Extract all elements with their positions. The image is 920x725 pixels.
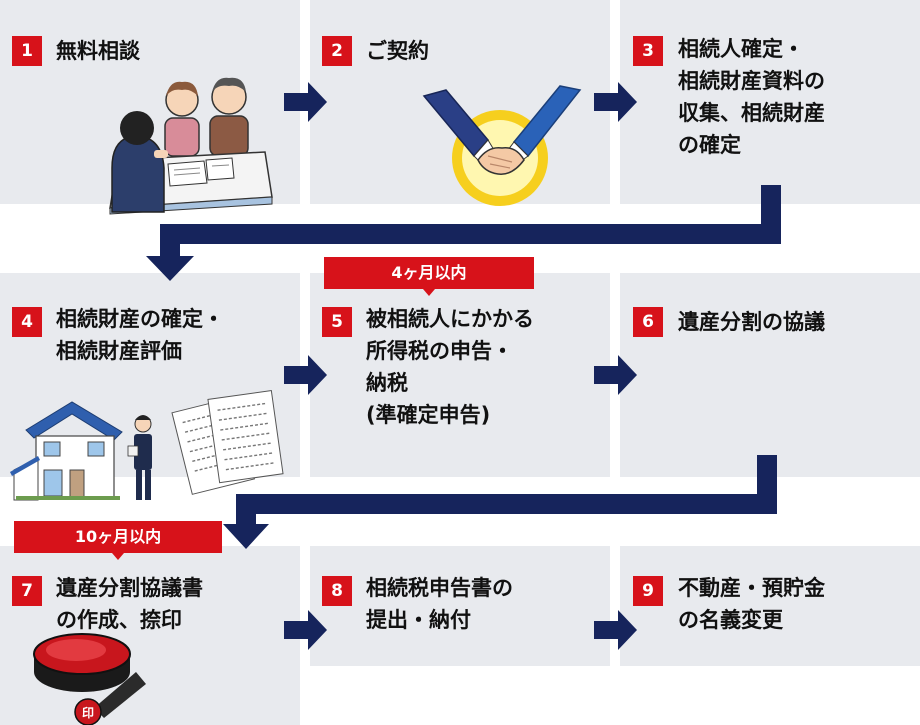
step-6-box <box>620 273 920 477</box>
step-8-number: 8 <box>322 576 352 606</box>
arrow-step8-to-step9 <box>594 610 637 650</box>
step-9-box <box>620 546 920 666</box>
arrow-step4-to-step5 <box>284 355 327 395</box>
step-4-title: 相続財産の確定・ 相続財産評価 <box>56 307 224 363</box>
step-6-title: 遺産分割の協議 <box>678 310 825 334</box>
step-5-box <box>310 273 610 477</box>
handshake-illustration <box>422 85 582 206</box>
step-3-box <box>620 0 920 204</box>
step-7-title: 遺産分割協議書 の作成、捺印 <box>56 576 203 632</box>
step-1-title: 無料相談 <box>56 39 140 63</box>
step-8-box <box>310 546 610 666</box>
seal-stamp-illustration: 印 <box>33 633 146 725</box>
step-3-title: 相続人確定・ 相続財産資料の 収集、相続財産 の確定 <box>678 37 825 157</box>
step-9-title: 不動産・預貯金 の名義変更 <box>678 576 825 632</box>
step-7-number: 7 <box>12 576 42 606</box>
deadline-badge-step-5: 4ヶ月以内 <box>324 257 534 296</box>
arrow-step5-to-step6 <box>594 355 637 395</box>
step-4-number: 4 <box>12 307 42 337</box>
consultation-illustration <box>109 77 273 215</box>
arrow-step3-to-step4 <box>146 185 781 281</box>
step-1-number: 1 <box>12 36 42 66</box>
step-2-title: ご契約 <box>366 39 429 63</box>
deadline-badge-step-7: 10ヶ月以内 <box>14 521 222 560</box>
arrow-step7-to-step8 <box>284 610 327 650</box>
seal-glyph: 印 <box>82 706 94 720</box>
step-2-number: 2 <box>322 36 352 66</box>
step-6-number: 6 <box>633 307 663 337</box>
house-documents-illustration <box>10 389 284 501</box>
step-5-title: 被相続人にかかる 所得税の申告・ 納税 (準確定申告) <box>366 307 534 427</box>
step-5-number: 5 <box>322 307 352 337</box>
arrow-step1-to-step2 <box>284 82 327 122</box>
arrow-step6-to-step7 <box>223 455 777 549</box>
step-8-title: 相続税申告書の 提出・納付 <box>366 576 513 632</box>
step-3-number: 3 <box>633 36 663 66</box>
step-9-number: 9 <box>633 576 663 606</box>
arrow-step2-to-step3 <box>594 82 637 122</box>
step-7-box <box>0 546 300 725</box>
